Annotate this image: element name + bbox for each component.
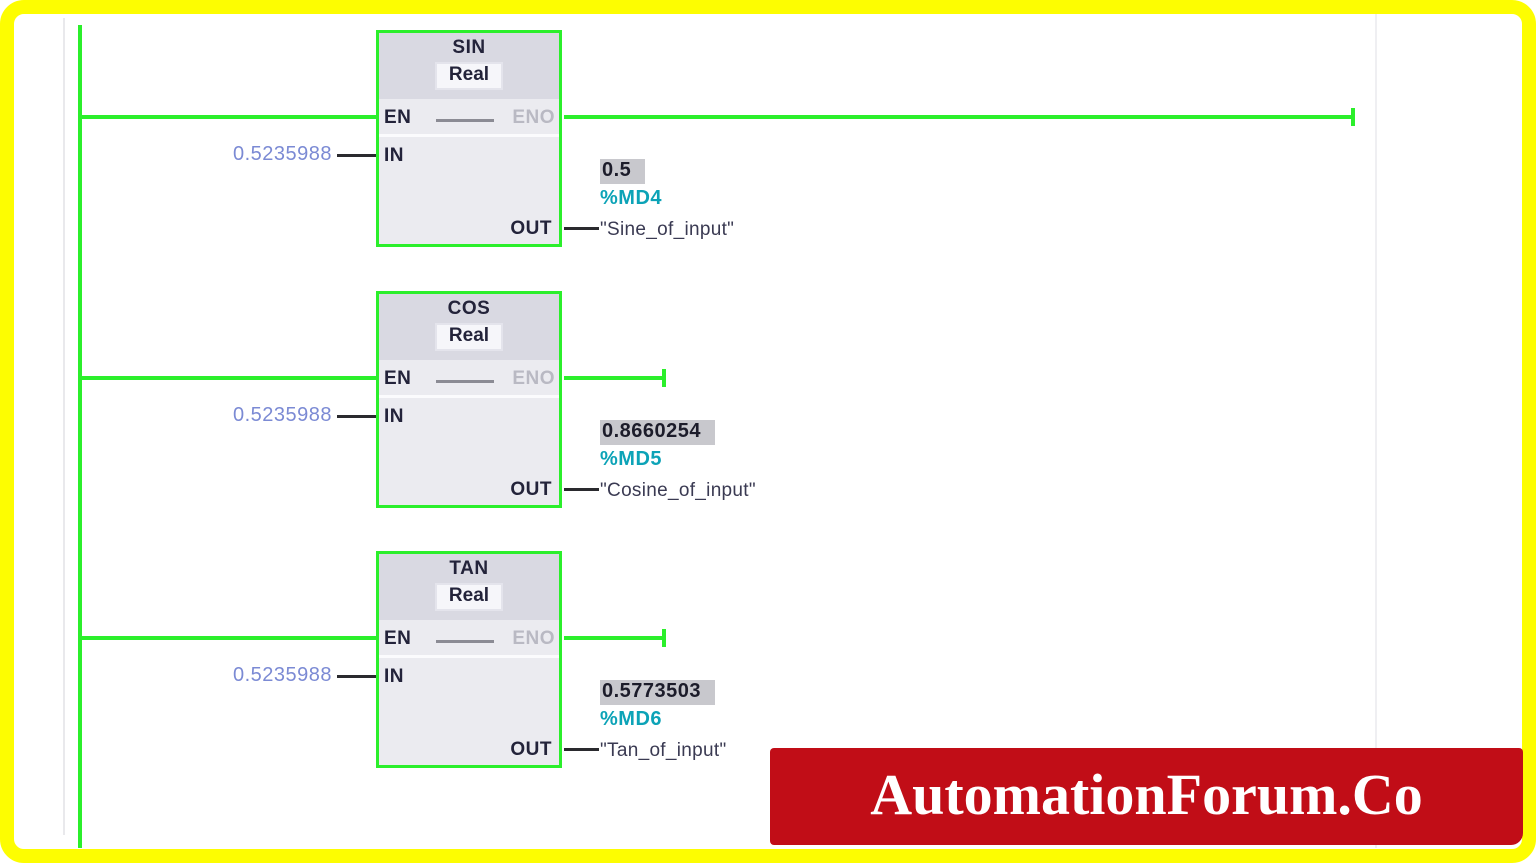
eno-wire [564,108,1355,126]
operand-symbol[interactable]: "Sine_of_input" [600,219,735,240]
block-title: SIN [452,37,486,58]
port-en[interactable]: EN [384,628,412,649]
block-type-dropdown[interactable]: Real [434,583,504,611]
port-out[interactable]: OUT [510,479,552,500]
en-eno-dash [436,119,494,122]
watermark-text: AutomationForum.Co [870,762,1423,827]
operand-address[interactable]: %MD4 [600,187,663,209]
block-title: COS [447,298,491,319]
port-en[interactable]: EN [384,107,412,128]
port-eno[interactable]: ENO [512,368,555,389]
out-operand-stack: 0.5 %MD4 "Sine_of_input" [600,159,734,241]
en-wire [80,115,376,119]
port-en[interactable]: EN [384,368,412,389]
in-operand-value[interactable]: 0.5235988 [232,664,332,686]
in-operand-value[interactable]: 0.5235988 [232,404,332,426]
sin-block[interactable]: SIN Real EN ENO IN OUT [376,30,562,247]
port-out[interactable]: OUT [510,218,552,239]
operand-symbol[interactable]: "Cosine_of_input" [600,480,756,501]
en-wire [80,376,376,380]
block-type-dropdown[interactable]: Real [434,323,504,351]
en-wire [80,636,376,640]
network-tan: 0.5235988 TAN Real EN ENO IN OUT 0.57735… [0,551,1536,773]
power-rail [78,25,82,848]
out-wire [564,227,599,230]
in-wire [337,415,376,418]
port-eno[interactable]: ENO [512,107,555,128]
port-eno[interactable]: ENO [512,628,555,649]
block-type-dropdown[interactable]: Real [434,62,504,90]
out-operand-stack: 0.8660254 %MD5 "Cosine_of_input" [600,420,756,502]
row-separator [379,655,559,658]
out-operand-stack: 0.5773503 %MD6 "Tan_of_input" [600,680,727,762]
network-cos: 0.5235988 COS Real EN ENO IN OUT 0.86602… [0,291,1536,513]
port-out[interactable]: OUT [510,739,552,760]
monitor-value: 0.5 [600,159,646,184]
monitor-value: 0.5773503 [600,680,716,705]
block-title: TAN [449,558,489,579]
out-wire [564,488,599,491]
in-operand-value[interactable]: 0.5235988 [232,143,332,165]
page-margin-line-left [63,18,65,835]
sin-block-header: SIN Real [379,33,559,99]
network-sin: 0.5235988 SIN Real EN ENO IN OUT 0.5 %MD… [0,30,1536,252]
row-separator [379,395,559,398]
monitor-value: 0.8660254 [600,420,716,445]
operand-address[interactable]: %MD5 [600,448,663,470]
cos-block-header: COS Real [379,294,559,360]
cos-block[interactable]: COS Real EN ENO IN OUT [376,291,562,508]
page-margin-line-right [1375,14,1377,848]
eno-wire [564,629,666,647]
in-wire [337,675,376,678]
operand-address[interactable]: %MD6 [600,708,663,730]
port-in[interactable]: IN [384,406,404,427]
tan-block[interactable]: TAN Real EN ENO IN OUT [376,551,562,768]
out-wire [564,748,599,751]
en-eno-dash [436,380,494,383]
row-separator [379,134,559,137]
port-in[interactable]: IN [384,145,404,166]
tan-block-header: TAN Real [379,554,559,620]
en-eno-dash [436,640,494,643]
in-wire [337,154,376,157]
eno-wire [564,369,666,387]
operand-symbol[interactable]: "Tan_of_input" [600,740,727,761]
port-in[interactable]: IN [384,666,404,687]
watermark-banner: AutomationForum.Co [770,748,1523,845]
